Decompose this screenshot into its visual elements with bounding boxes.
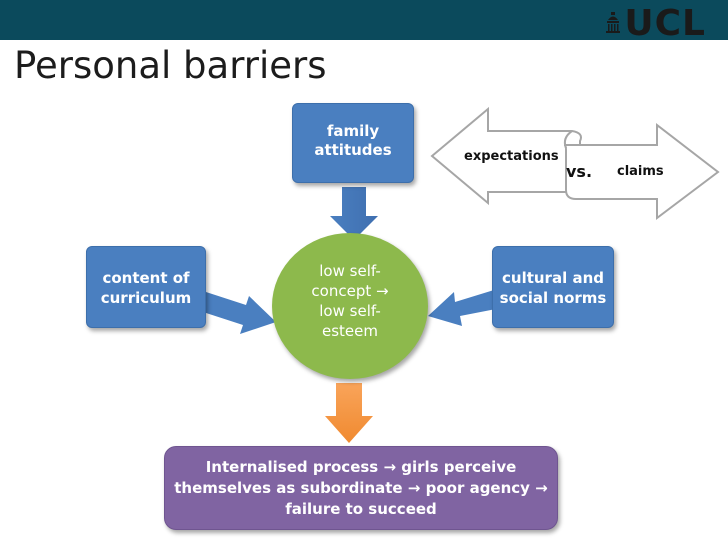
claims-label: claims (617, 164, 664, 179)
internalised-process-box: Internalised process → girls perceive th… (164, 446, 558, 530)
circle-line-2: concept → (311, 282, 389, 300)
internal-line-2: themselves as subordinate → poor agency … (174, 479, 548, 497)
ucl-logo: UCL (606, 6, 706, 46)
arrow-right-to-center (428, 290, 496, 326)
vs-label: vs. (566, 162, 593, 181)
family-attitudes-line-1: family (326, 122, 380, 140)
internal-line-1: Internalised process → girls perceive (205, 458, 517, 476)
family-attitudes-line-2: attitudes (314, 141, 392, 159)
content-line-2: curriculum (100, 289, 192, 307)
cultural-social-norms-box: cultural and social norms (492, 246, 614, 328)
circle-line-1: low self- (319, 262, 381, 280)
scroll-arrow (430, 106, 720, 221)
content-of-curriculum-box: content of curriculum (86, 246, 206, 328)
self-concept-circle: low self- concept → low self- esteem (272, 233, 428, 379)
logo-text: UCL (624, 3, 706, 44)
circle-line-4: esteem (322, 322, 378, 340)
arrow-left-to-center (203, 292, 276, 334)
content-line-1: content of (102, 269, 190, 287)
portico-icon (606, 12, 621, 33)
header-bar (0, 0, 728, 40)
cultural-line-2: social norms (499, 289, 607, 307)
down-arrow-top (330, 187, 378, 240)
circle-line-3: low self- (319, 302, 381, 320)
internal-line-3: failure to succeed (285, 500, 437, 518)
down-arrow-bottom (325, 383, 373, 443)
cultural-line-1: cultural and (502, 269, 604, 287)
family-attitudes-box: family attitudes (292, 103, 414, 183)
page-title: Personal barriers (14, 44, 327, 87)
expectations-label: expectations (464, 149, 559, 164)
